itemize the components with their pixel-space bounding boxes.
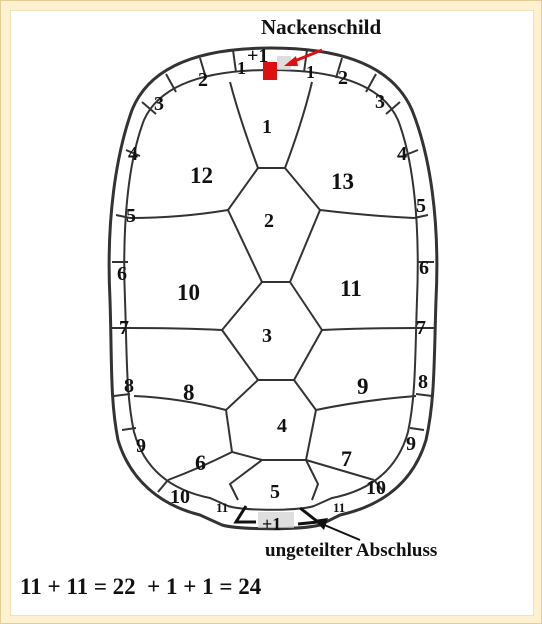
costal-number-7: 7 <box>341 446 352 471</box>
marginal-left-3: 3 <box>154 93 164 115</box>
marginal-left-11: 11 <box>216 500 228 515</box>
marginal-left-10: 10 <box>170 486 190 508</box>
vertebral-number-4: 4 <box>277 415 287 437</box>
costal-number-13: 13 <box>331 169 354 194</box>
undivided-end-arrow <box>314 518 360 540</box>
marginal-right-10: 10 <box>366 477 386 499</box>
marginal-left-8: 8 <box>124 375 134 397</box>
vertebral-number-5: 5 <box>270 481 280 503</box>
undivided-end-plus-one: +1 <box>262 514 281 534</box>
costal-number-11: 11 <box>340 276 362 301</box>
marginal-left-2: 2 <box>198 69 208 91</box>
marginal-right-4: 4 <box>397 143 407 165</box>
marginal-right-1: 1 <box>306 62 315 82</box>
costal-number-10: 10 <box>177 280 200 305</box>
neck-shield-label: Nackenschild <box>261 15 382 39</box>
marginal-right-3: 3 <box>375 91 385 113</box>
marginal-right-11: 11 <box>333 500 345 515</box>
marginal-right-8: 8 <box>418 371 428 393</box>
marginal-left-6: 6 <box>117 263 127 285</box>
vertebral-scute-4 <box>226 380 316 460</box>
marginal-right-6: 6 <box>419 257 429 279</box>
costal-number-8: 8 <box>183 380 195 405</box>
vertebral-number-2: 2 <box>264 210 274 232</box>
marginal-right-7: 7 <box>416 317 426 339</box>
vertebral-scute-2 <box>228 168 320 282</box>
vertebral-scute-3 <box>222 282 322 380</box>
scute-count-formula: 11 + 11 = 22 + 1 + 1 = 24 <box>20 575 261 598</box>
neck-shield-plus-one: +1 <box>247 45 268 67</box>
marginal-right-2: 2 <box>338 67 348 89</box>
marginal-left-4: 4 <box>128 143 138 165</box>
costal-number-6: 6 <box>195 450 206 475</box>
marginal-left-1: 1 <box>237 58 246 78</box>
marginal-left-7: 7 <box>119 317 129 339</box>
marginal-right-9: 9 <box>406 433 416 455</box>
marginal-left-5: 5 <box>126 205 136 227</box>
undivided-end-label: ungeteilter Abschluss <box>265 540 437 561</box>
costal-number-12: 12 <box>190 163 213 188</box>
marginal-left-9: 9 <box>136 435 146 457</box>
costal-number-9: 9 <box>357 374 369 399</box>
marginal-right-5: 5 <box>416 195 426 217</box>
vertebral-number-3: 3 <box>262 325 272 347</box>
costal-dividers <box>128 210 418 480</box>
vertebral-number-1: 1 <box>262 116 272 138</box>
carapace-outer-rim <box>109 48 437 529</box>
